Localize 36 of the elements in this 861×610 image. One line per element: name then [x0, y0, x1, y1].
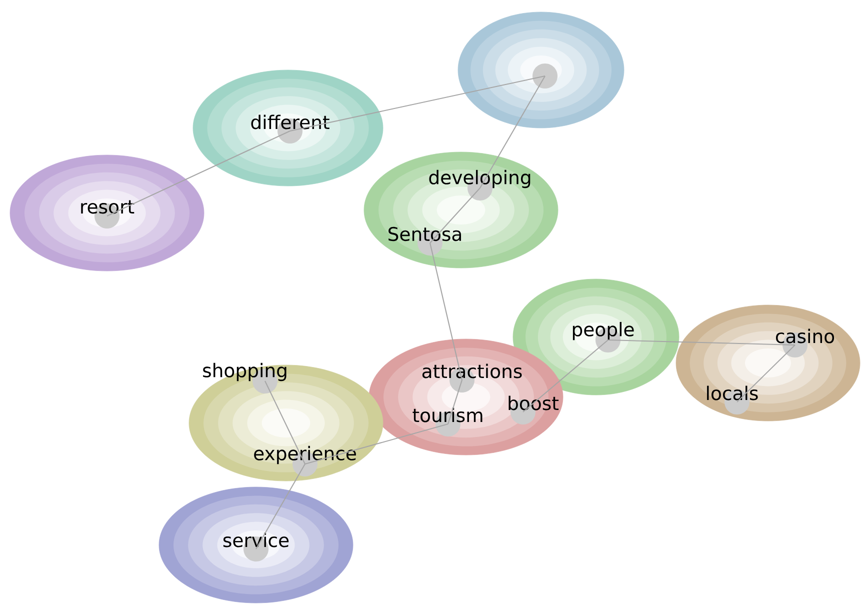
node-label: developing [429, 170, 530, 188]
connector-line [106, 130, 290, 216]
connector-line [304, 424, 448, 465]
cluster-circle [158, 486, 354, 604]
connector-line [256, 464, 306, 550]
word-node: shopping [203, 362, 286, 394]
word-node: casino [776, 328, 834, 358]
connector-line [480, 76, 546, 188]
word-node: attractions [422, 364, 522, 392]
connector-line [448, 380, 462, 424]
connector-line [264, 380, 306, 464]
word-node: tourism [412, 408, 482, 436]
node-dot [532, 64, 558, 88]
word-node: people [572, 322, 634, 352]
connector-line [430, 188, 480, 244]
cluster-circle [364, 152, 558, 268]
cluster-circle [10, 154, 204, 272]
connector-line [736, 344, 796, 402]
cluster-circle [192, 70, 384, 186]
connector-line [290, 75, 546, 132]
connector-line [522, 340, 608, 412]
word-node: locals [707, 386, 758, 414]
cluster-circle [458, 12, 624, 128]
word-node: service [223, 532, 289, 562]
word-node: Sentosa [388, 226, 461, 256]
word-node: developing [429, 170, 530, 200]
word-node: experience [254, 446, 356, 476]
node-label: attractions [422, 364, 522, 378]
word-node: boost [508, 396, 559, 424]
cluster-circle [676, 304, 860, 422]
node-label: experience [254, 446, 356, 464]
word-node: different [251, 114, 330, 144]
connector-line [608, 339, 796, 346]
word-node: resort [81, 200, 134, 228]
cluster-circle [188, 364, 384, 482]
connector-line [430, 242, 463, 380]
